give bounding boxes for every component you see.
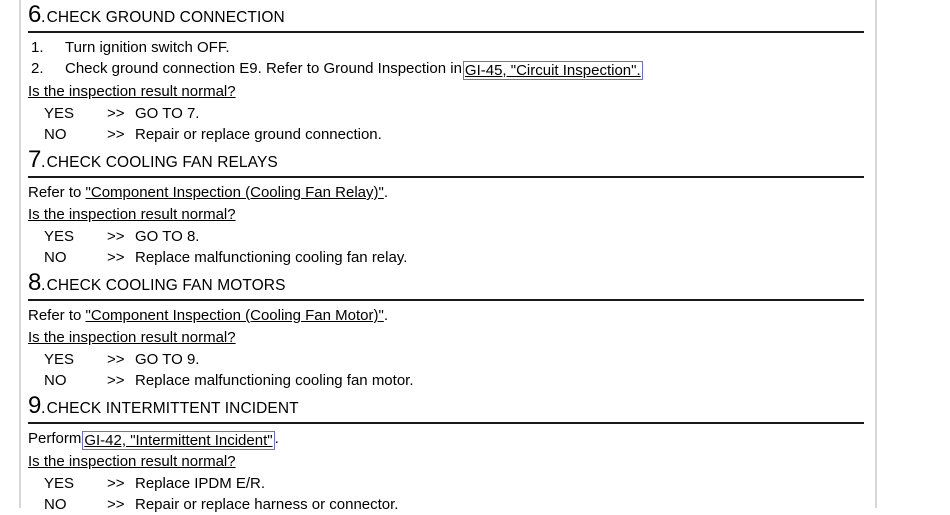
page-edge-left	[19, 0, 21, 508]
answer-text: Repair or replace ground connection.	[135, 126, 382, 143]
step-title: CHECK COOLING FAN RELAYS	[46, 154, 278, 171]
answer-arrow: >>	[107, 372, 125, 389]
answer-arrow: >>	[107, 496, 125, 513]
page-edge-right	[875, 0, 877, 508]
step-rule	[28, 176, 864, 178]
answer-key: NO	[44, 126, 67, 143]
step-number: 8	[28, 269, 41, 296]
inspection-prompt-text: Is the inspection result normal?	[28, 329, 236, 346]
cross-reference-link-gi-42[interactable]: GI-42, "Intermittent Incident"	[82, 431, 275, 450]
step-heading: 8.CHECK COOLING FAN MOTORS	[28, 268, 866, 298]
procedure-content: 6.CHECK GROUND CONNECTION 1.Turn ignitio…	[28, 0, 866, 515]
step-number: 9	[28, 392, 41, 419]
answer-list: YES >> GO TO 8. NO >> Replace malfunctioning…	[28, 226, 866, 268]
item-text: Turn ignition switch OFF.	[65, 39, 230, 56]
answer-text: GO TO 8.	[135, 228, 200, 245]
answer-key: YES	[44, 228, 75, 245]
reference-line: Refer to "Component Inspection (Cooling …	[28, 305, 866, 326]
answer-arrow: >>	[107, 126, 125, 143]
answer-row-yes: YES >> GO TO 8.	[28, 226, 866, 247]
cross-reference-link-gi-45[interactable]: GI-45, "Circuit Inspection".	[462, 61, 643, 80]
inspection-prompt-text: Is the inspection result normal?	[28, 453, 236, 470]
step-heading: 9.CHECK INTERMITTENT INCIDENT	[28, 391, 866, 421]
answer-list: YES >> Replace IPDM E/R. NO >> Repair or rep…	[28, 473, 866, 515]
answer-arrow: >>	[107, 351, 125, 368]
inspection-prompt: Is the inspection result normal?	[28, 451, 866, 472]
procedure-item: 1. Turn ignition switch OFF.	[28, 37, 866, 58]
answer-list: YES >> GO TO 9. NO >> Replace malfunctioning…	[28, 349, 866, 391]
answer-key: YES	[44, 475, 75, 492]
step-rule	[28, 299, 864, 301]
diagnostic-step-8: 8.CHECK COOLING FAN MOTORS Refer to "Com…	[28, 268, 866, 391]
step-number-dot: .	[40, 275, 46, 294]
item-index: 1.	[31, 39, 44, 56]
answer-arrow: >>	[107, 475, 125, 492]
reference-suffix: .	[274, 430, 279, 447]
answer-arrow: >>	[107, 228, 125, 245]
answer-text: Replace malfunctioning cooling fan relay…	[135, 249, 408, 266]
inspection-prompt-text: Is the inspection result normal?	[28, 83, 236, 100]
answer-row-no: NO >> Repair or replace ground connection.	[28, 124, 866, 145]
step-number-dot: .	[40, 152, 46, 171]
answer-row-no: NO >> Replace malfunctioning cooling fan r…	[28, 247, 866, 268]
answer-arrow: >>	[107, 105, 125, 122]
step-title: CHECK COOLING FAN MOTORS	[46, 277, 286, 294]
answer-key: NO	[44, 372, 67, 389]
answer-text: Repair or replace harness or connector.	[135, 496, 399, 513]
answer-text: GO TO 7.	[135, 105, 200, 122]
reference-prefix: Refer to	[28, 184, 82, 201]
step-number-dot: .	[40, 7, 46, 26]
step-number-dot: .	[40, 398, 46, 417]
answer-key: NO	[44, 496, 67, 513]
answer-key: NO	[44, 249, 67, 266]
step-rule	[28, 31, 864, 33]
step-rule	[28, 422, 864, 424]
reference-prefix: Refer to	[28, 307, 82, 324]
answer-text: GO TO 9.	[135, 351, 200, 368]
reference-prefix: Perform	[28, 430, 82, 447]
diagnostic-step-7: 7.CHECK COOLING FAN RELAYS Refer to "Com…	[28, 145, 866, 268]
inspection-prompt: Is the inspection result normal?	[28, 204, 866, 225]
step-heading: 7.CHECK COOLING FAN RELAYS	[28, 145, 866, 175]
step-title: CHECK INTERMITTENT INCIDENT	[46, 400, 299, 417]
answer-row-no: NO >> Replace malfunctioning cooling fan m…	[28, 370, 866, 391]
answer-list: YES >> GO TO 7. NO >> Repair or replace grou…	[28, 103, 866, 145]
item-text: Check ground connection E9. Refer to Gro…	[65, 60, 462, 77]
answer-text: Replace malfunctioning cooling fan motor…	[135, 372, 414, 389]
answer-key: YES	[44, 105, 75, 122]
reference-line: Refer to "Component Inspection (Cooling …	[28, 182, 866, 203]
answer-text: Replace IPDM E/R.	[135, 475, 266, 492]
inspection-prompt-text: Is the inspection result normal?	[28, 206, 236, 223]
answer-arrow: >>	[107, 249, 125, 266]
answer-key: YES	[44, 351, 75, 368]
diagnostic-step-6: 6.CHECK GROUND CONNECTION 1. Turn ignitio…	[28, 0, 866, 145]
step-heading: 6.CHECK GROUND CONNECTION	[28, 0, 866, 30]
answer-row-no: NO >> Repair or replace harness or connect…	[28, 494, 866, 515]
procedure-item: 2. Check ground connection E9. Refer to G…	[28, 58, 866, 80]
cross-reference-link-cooling-fan-relay[interactable]: "Component Inspection (Cooling Fan Relay…	[85, 184, 384, 201]
inspection-prompt: Is the inspection result normal?	[28, 81, 866, 102]
cross-reference-link-cooling-fan-motor[interactable]: "Component Inspection (Cooling Fan Motor…	[85, 307, 384, 324]
answer-row-yes: YES >> GO TO 7.	[28, 103, 866, 124]
step-number: 7	[28, 146, 41, 173]
inspection-prompt: Is the inspection result normal?	[28, 327, 866, 348]
step-title: CHECK GROUND CONNECTION	[46, 9, 285, 26]
reference-suffix: .	[383, 307, 388, 324]
answer-row-yes: YES >> Replace IPDM E/R.	[28, 473, 866, 494]
step-number: 6	[28, 1, 41, 28]
answer-row-yes: YES >> GO TO 9.	[28, 349, 866, 370]
item-index: 2.	[31, 60, 44, 77]
reference-suffix: .	[383, 184, 389, 201]
